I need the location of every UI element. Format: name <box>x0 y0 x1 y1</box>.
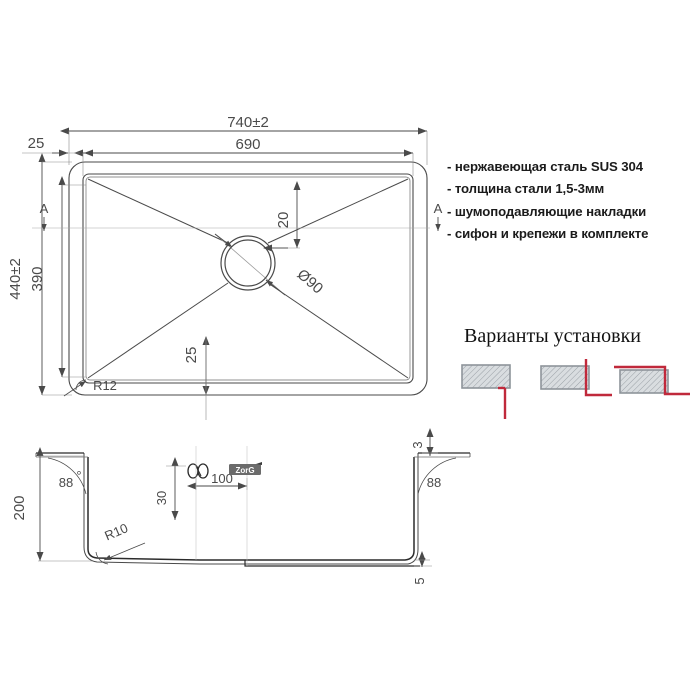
basin-slope-lines <box>87 178 409 379</box>
dim-overall-width-label: 740±2 <box>227 114 269 131</box>
spec-item: - нержавеющая сталь SUS 304 <box>447 159 643 174</box>
variants-title: Варианты установки <box>464 325 641 347</box>
section-basin-profile <box>87 457 415 561</box>
dim-drain-diameter-label: Ø90 <box>294 266 327 297</box>
sink-rim-outline <box>68 161 428 396</box>
drain-inner-circle <box>224 239 272 287</box>
specifications-list: - нержавеющая сталь SUS 304 - толщина ст… <box>447 160 697 250</box>
dim-angle-right-label: 88 <box>427 475 441 490</box>
dim-corner-radius-label: R12 <box>93 378 117 393</box>
dim-depth-label: 200 <box>11 495 28 520</box>
dim-drain-offset-label: 20 <box>275 212 292 229</box>
dim-inner-height-label: 390 <box>29 266 46 291</box>
dim-angle-left-degree-sign: ° <box>76 468 81 483</box>
section-view: 200 88 ° 88 R10 30 <box>11 428 471 585</box>
section-marker-left-label: A <box>40 201 49 216</box>
plan-view: 740±2 690 25 440±2 390 20 <box>7 114 443 420</box>
dim-top-thickness-label: 3 <box>410 441 425 448</box>
dim-bottom-offset-label: 25 <box>183 347 200 364</box>
section-basin-outer-profile <box>83 453 419 565</box>
dim-drain-height-label: 30 <box>154 491 169 505</box>
dim-section-corner-radius-label: R10 <box>102 520 130 543</box>
brand-logo: ZorG <box>229 462 262 475</box>
spec-item: - толщина стали 1,5-3мм <box>447 181 605 197</box>
dim-angle-left-label: 88 <box>59 475 73 490</box>
angle-arc-left <box>47 457 87 495</box>
sink-basin-inner-outline <box>85 176 411 381</box>
dim-drain-offset-h-label: 100 <box>211 471 233 486</box>
sink-basin-outline <box>82 173 414 384</box>
dim-overall-height-label: 440±2 <box>7 258 24 300</box>
variant-flushmount[interactable] <box>540 359 612 397</box>
spec-item: - сифон и крепежи в комплекте <box>447 226 649 242</box>
dim-left-margin-label: 25 <box>28 135 45 152</box>
spec-item: - шумоподавляющие накладки <box>447 203 647 219</box>
section-marker-right-label: A <box>434 201 443 216</box>
drain-outer-circle <box>220 235 276 291</box>
variant-overmount[interactable] <box>461 364 511 419</box>
section-bottom-step <box>244 560 420 567</box>
svg-text:ZorG: ZorG <box>235 466 254 475</box>
section-drain-symbol <box>187 463 209 479</box>
dim-bottom-thickness-label: 5 <box>412 577 427 584</box>
variant-undermount[interactable] <box>614 365 690 396</box>
angle-arc-right <box>417 457 457 495</box>
installation-variants <box>461 359 690 419</box>
dim-inner-width-label: 690 <box>235 136 260 153</box>
